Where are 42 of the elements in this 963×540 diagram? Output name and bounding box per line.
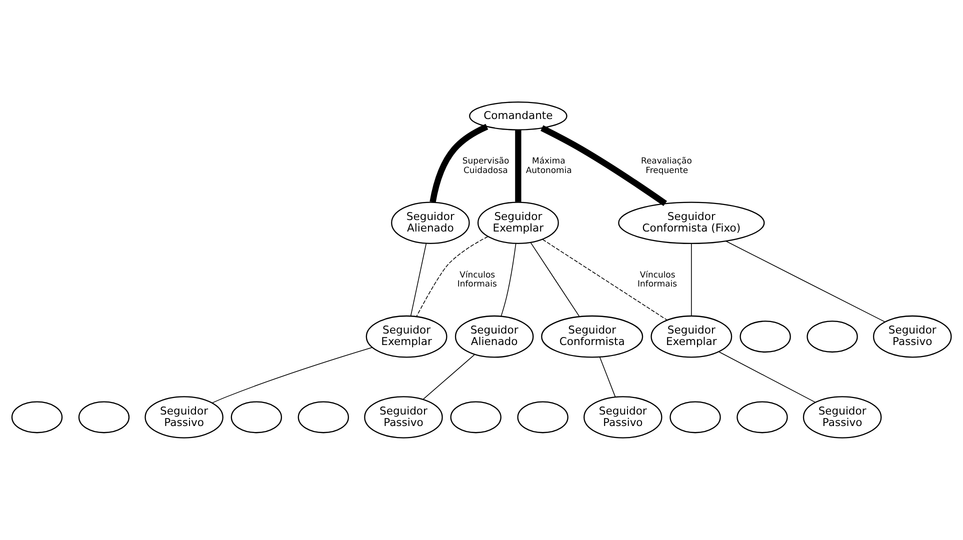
- node-ellipse: Seguidor Passivo: [584, 396, 662, 438]
- connector: [726, 240, 886, 322]
- connector: [691, 243, 692, 316]
- node-ellipse: [670, 401, 721, 434]
- connector: [542, 239, 668, 320]
- edge-label: Vínculos Informais: [457, 269, 497, 288]
- node-ellipse: [78, 401, 130, 434]
- edge-label: Reavaliação Frequente: [640, 156, 692, 175]
- connector: [416, 236, 488, 317]
- connector: [599, 356, 616, 398]
- node-ellipse: Seguidor Exemplar: [366, 315, 448, 358]
- connector: [718, 351, 816, 403]
- connector: [422, 354, 475, 400]
- connector: [212, 347, 372, 404]
- connector: [410, 243, 427, 316]
- node-ellipse: Seguidor Passivo: [364, 396, 443, 438]
- edge-label: Máxima Autonomia: [526, 156, 572, 175]
- node-ellipse: [11, 401, 63, 434]
- node-ellipse: Seguidor Passivo: [802, 396, 882, 438]
- edge-label: Supervisão Cuidadosa: [462, 156, 510, 175]
- node-ellipse: [450, 401, 502, 434]
- node-ellipse: [517, 401, 568, 434]
- node-ellipse: Seguidor Passivo: [872, 315, 952, 358]
- node-ellipse: Seguidor Exemplar: [650, 315, 732, 358]
- node-ellipse: [806, 320, 858, 353]
- node-ellipse: [230, 401, 282, 434]
- node-ellipse: Seguidor Conformista (Fixo): [618, 202, 765, 244]
- connector: [500, 243, 516, 316]
- node-ellipse: Seguidor Exemplar: [477, 202, 559, 244]
- connector: [430, 124, 488, 203]
- node-ellipse: Seguidor Alienado: [391, 202, 470, 244]
- connector: [515, 130, 522, 202]
- connector: [530, 242, 580, 317]
- node-ellipse: [736, 401, 788, 434]
- node-ellipse: Seguidor Alienado: [454, 315, 534, 358]
- node-ellipse: Seguidor Passivo: [144, 396, 224, 438]
- node-ellipse: [298, 401, 349, 434]
- node-ellipse: [740, 320, 791, 353]
- edge-label: Vínculos Informais: [638, 269, 678, 288]
- node-ellipse: Seguidor Conformista: [541, 315, 644, 358]
- connector: [540, 125, 667, 206]
- node-ellipse: Comandante: [469, 102, 568, 130]
